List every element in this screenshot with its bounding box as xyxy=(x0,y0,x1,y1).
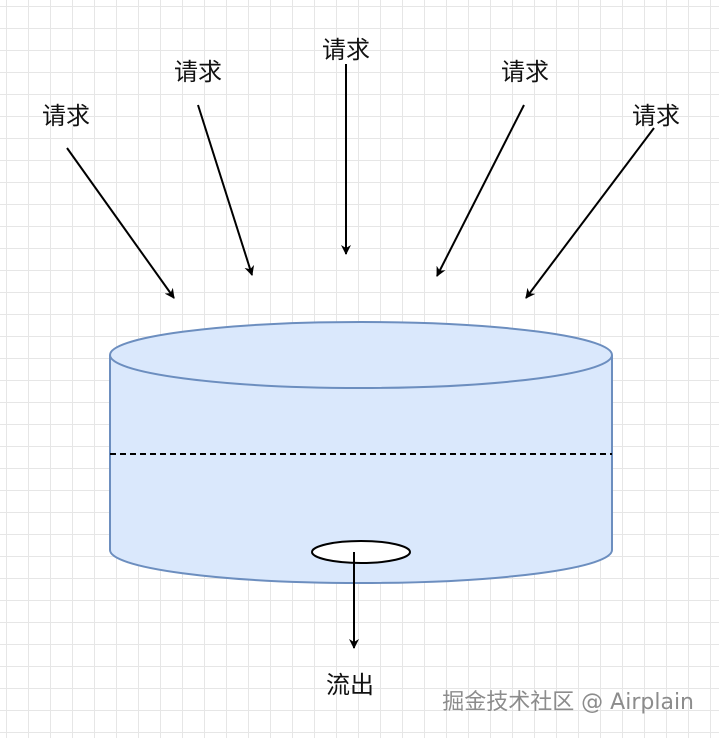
request-label-1: 请求 xyxy=(42,102,90,130)
request-label-4: 请求 xyxy=(501,58,549,86)
bucket xyxy=(109,321,613,584)
request-label-3: 请求 xyxy=(322,36,370,64)
outflow-label: 流出 xyxy=(326,671,374,699)
request-label-2: 请求 xyxy=(174,58,222,86)
request-arrow-5 xyxy=(525,127,655,299)
bucket-outlet-hole xyxy=(311,540,411,564)
bucket-top xyxy=(109,321,613,389)
request-arrow-2 xyxy=(197,104,255,276)
request-label-5: 请求 xyxy=(632,102,680,130)
bucket-body xyxy=(109,355,613,584)
watermark-text: 掘金技术社区 @ Airplain xyxy=(442,690,694,715)
request-arrow-4 xyxy=(436,104,525,277)
request-arrow-1 xyxy=(66,147,175,299)
